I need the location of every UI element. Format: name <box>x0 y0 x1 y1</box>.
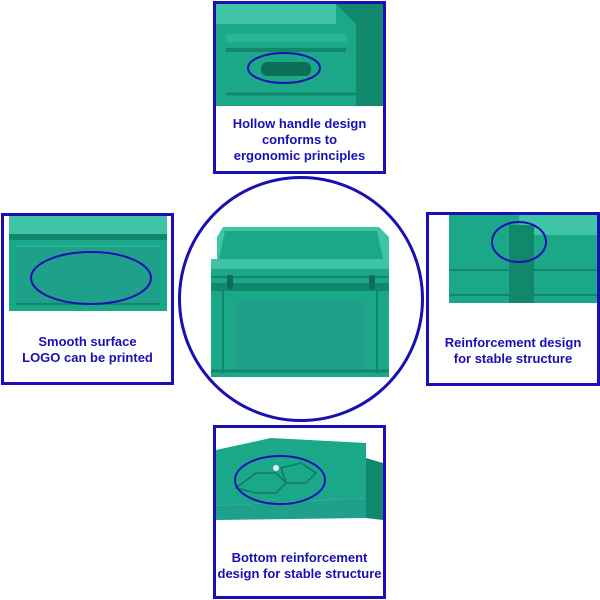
crate-bottom-closeup-icon <box>216 438 383 520</box>
center-crate-circle <box>178 176 424 422</box>
left-panel-caption: Smooth surface LOGO can be printed <box>4 334 171 366</box>
top-feature-panel: Hollow handle design conforms to ergonom… <box>213 1 386 174</box>
left-feature-panel: Smooth surface LOGO can be printed <box>1 213 174 385</box>
plastic-crate-icon <box>211 227 389 377</box>
caption-line: Bottom reinforcement <box>231 550 368 565</box>
caption-line: Reinforcement design <box>444 335 582 350</box>
caption-line: ergonomic principles <box>233 148 366 163</box>
caption-line: for stable structure <box>453 351 573 366</box>
top-panel-caption: Hollow handle design conforms to ergonom… <box>216 116 383 164</box>
right-panel-caption: Reinforcement design for stable structur… <box>429 335 597 367</box>
caption-line: LOGO can be printed <box>22 350 153 365</box>
crate-corner-closeup-icon <box>449 215 597 303</box>
caption-line: conforms to <box>261 132 338 147</box>
bottom-panel-caption: Bottom reinforcement design for stable s… <box>216 550 383 582</box>
crate-side-closeup-icon <box>9 216 167 311</box>
bottom-feature-panel: Bottom reinforcement design for stable s… <box>213 425 386 599</box>
caption-line: design for stable structure <box>217 566 382 581</box>
caption-line: Hollow handle design <box>232 116 367 131</box>
crate-handle-closeup-icon <box>216 4 383 106</box>
caption-line: Smooth surface <box>38 334 137 349</box>
right-feature-panel: Reinforcement design for stable structur… <box>426 212 600 386</box>
